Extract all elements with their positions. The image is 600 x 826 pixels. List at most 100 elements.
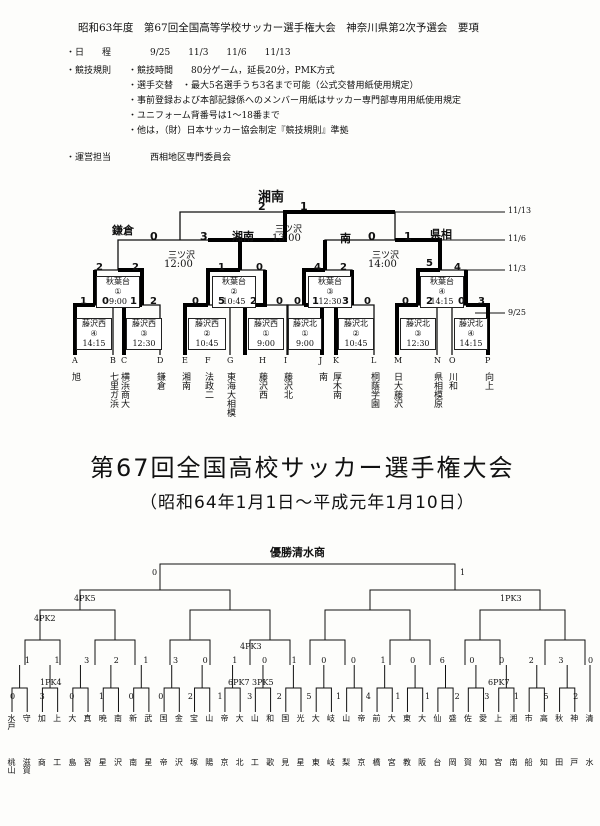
team-name-top: 真: [83, 714, 93, 722]
team-name-top: 市: [524, 714, 534, 722]
handwritten-dates: （昭和64年1月1日〜平成元年1月10日）: [140, 493, 475, 513]
team-name-top: 大: [311, 714, 321, 722]
rule-item: ・他は，（財）日本サッカー協会制定『競技規則』準拠: [128, 126, 349, 136]
team-name-bottom: 京: [356, 758, 366, 766]
team-name-bottom: 星: [296, 758, 305, 766]
score: 1: [380, 656, 386, 665]
team-letter: B: [110, 356, 116, 365]
score: 0: [202, 656, 208, 665]
team-name: 東海大相模: [225, 372, 235, 417]
officials-label: ・運営担当: [66, 153, 112, 163]
team-name-bottom: 宮: [493, 758, 503, 766]
schedule-label: ・日 程: [66, 48, 112, 58]
semi-right-team: 湘南: [232, 230, 254, 243]
team-name: 県相模原: [432, 372, 442, 408]
team-name: 南: [317, 372, 327, 381]
score: 0: [158, 692, 164, 701]
team-name-top: 水戸: [7, 714, 16, 730]
score: 0: [69, 692, 75, 701]
team-name-top: 山: [250, 714, 260, 722]
team-name-bottom: 田: [554, 758, 564, 766]
score: 2: [528, 656, 534, 665]
team-name-bottom: 歌: [265, 758, 275, 766]
score: 5: [543, 692, 549, 701]
team-name-top: 帝: [356, 714, 366, 722]
team-name-bottom: 見: [280, 758, 290, 766]
team-name-top: 清: [585, 714, 594, 722]
team-name: 日大藤沢: [392, 372, 402, 408]
score: 1: [80, 296, 87, 307]
team-name: 川和: [447, 372, 457, 390]
score: 0: [276, 296, 283, 307]
pk-label: 4PK5: [74, 594, 96, 603]
score: 1: [460, 568, 466, 577]
team-name-top: 上: [52, 714, 62, 722]
team-name: 藤沢西: [257, 372, 267, 399]
team-name-bottom: 梨: [341, 758, 351, 766]
date-label: 11/13: [508, 206, 532, 215]
team-name: 藤沢北: [282, 372, 292, 399]
score: 0: [261, 656, 268, 665]
team-name-top: 暁: [98, 714, 108, 722]
team-name-bottom: 南: [128, 758, 138, 766]
team-letter: F: [205, 356, 211, 365]
team-name-bottom: 島: [67, 758, 77, 766]
score: 1: [336, 692, 342, 701]
team-name-top: 岐: [326, 714, 336, 722]
team-name-bottom: 習: [83, 758, 93, 766]
team-letter: O: [449, 356, 456, 365]
score: 2: [187, 692, 193, 701]
team-name-top: 湘: [508, 714, 518, 722]
team-name-top: 加: [37, 714, 47, 722]
semi-time: 12:00: [164, 259, 193, 270]
score: 0: [499, 656, 505, 665]
team-name-top: 神: [569, 714, 579, 722]
team-name-bottom: 知: [539, 758, 549, 766]
semi-score: 0: [368, 230, 376, 243]
team-name-bottom: 桃山: [7, 758, 16, 774]
score: 4: [454, 262, 461, 273]
score: 1: [217, 692, 223, 701]
pk-label: 6PK7: [228, 678, 250, 687]
team-name-bottom: 滋賀: [22, 758, 32, 774]
semi-left-team: 鎌倉: [112, 224, 134, 237]
rule-item: ・競技時間 80分ゲーム，延長20分，PMK方式: [128, 66, 335, 76]
score: 2: [250, 296, 257, 307]
team-name-bottom: 賀: [463, 758, 473, 766]
semi-venue: 三ツ沢: [372, 251, 400, 261]
rule-item: ・ユニフォーム背番号は1〜18番まで: [128, 111, 280, 121]
score: 1: [54, 656, 60, 665]
team-name-top: 帝: [219, 714, 229, 722]
score: 1: [143, 656, 149, 665]
team-name-top: 光: [296, 714, 305, 722]
officials-value: 西相地区専門委員会: [150, 153, 232, 163]
semi-venue: 三ツ沢: [168, 251, 196, 261]
score: 0: [102, 296, 109, 307]
team-name-top: 上: [493, 714, 503, 722]
team-letter: P: [485, 356, 491, 365]
team-name-bottom: 塚: [189, 758, 199, 766]
team-name-bottom: 阪: [417, 758, 427, 766]
score: 1: [218, 262, 225, 273]
team-name-bottom: 商: [37, 758, 47, 766]
score: 0: [588, 656, 594, 665]
team-name-bottom: 台: [432, 758, 442, 766]
team-name-bottom: 工: [250, 758, 260, 766]
team-name-bottom: 北: [235, 758, 245, 766]
final-score-left: 2: [258, 200, 266, 213]
score: 0: [410, 656, 416, 665]
team-name-bottom: 船: [524, 758, 534, 766]
team-name: 桐蔭学園: [369, 372, 379, 408]
semi-time: 14:00: [368, 259, 397, 270]
rule-item: ・選手交替 ・最大5名選手うち3名まで可能（公式交替用紙使用規定）: [128, 81, 419, 91]
schedule-value: 9/25 11/3 11/6 11/13: [150, 48, 291, 58]
team-letter: H: [259, 356, 266, 365]
score: 4: [314, 262, 321, 273]
score: 3: [478, 296, 485, 307]
team-name: 厚木南: [331, 372, 341, 399]
